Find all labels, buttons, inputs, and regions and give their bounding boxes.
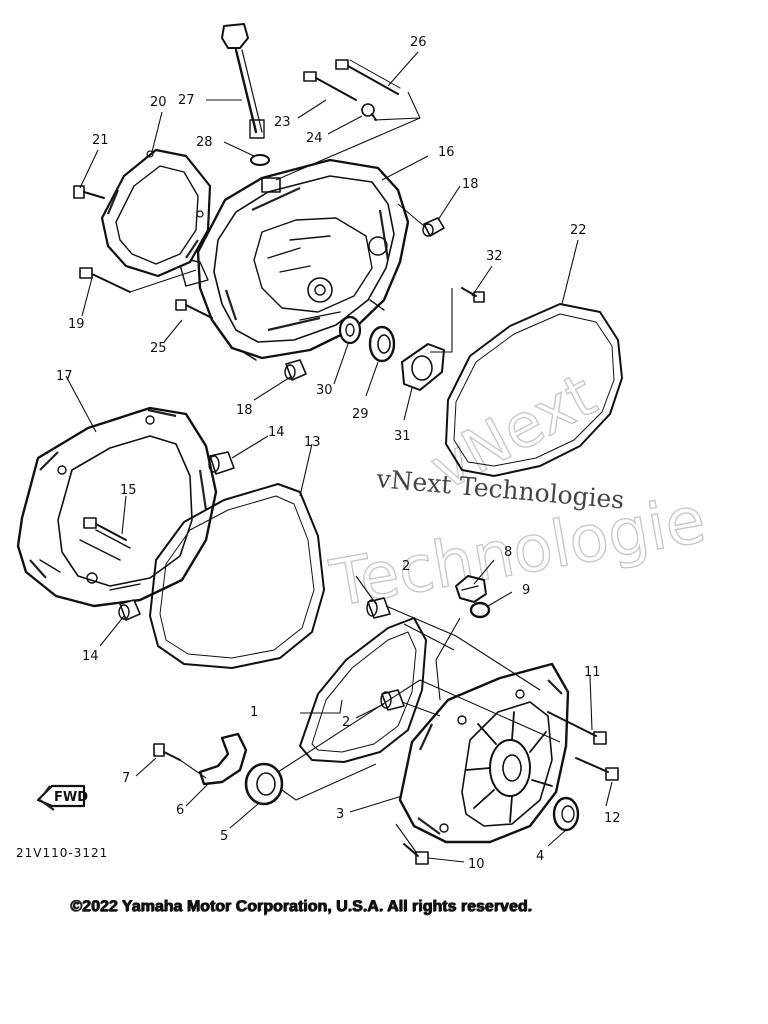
callout-9: 9 xyxy=(522,583,530,598)
part-4-oil-seal xyxy=(552,796,580,832)
part-9-o-ring xyxy=(469,601,491,619)
fwd-label: FWD xyxy=(54,790,88,805)
callout-20: 20 xyxy=(150,95,167,110)
callout-17: 17 xyxy=(56,369,73,384)
copyright-notice: ©2022 Yamaha Motor Corporation, U.S.A. A… xyxy=(70,898,532,915)
callout-leaders xyxy=(65,51,613,863)
part-1-gasket xyxy=(299,617,427,763)
watermark: vNext Technologie vNext Technologies xyxy=(324,360,711,623)
callout-6: 6 xyxy=(176,803,184,818)
part-3-outer-cover xyxy=(398,662,570,844)
callout-14b: 14 xyxy=(82,649,99,664)
callout-10: 10 xyxy=(468,857,485,872)
part-22-gasket xyxy=(445,303,623,477)
callout-24: 24 xyxy=(306,131,323,146)
part-18-dowel-upper xyxy=(397,203,445,237)
callout-8: 8 xyxy=(504,545,512,560)
part-13-gasket-inner xyxy=(159,495,315,659)
callout-27: 27 xyxy=(178,93,195,108)
callout-15: 15 xyxy=(120,483,137,498)
part-30-oil-seal xyxy=(338,315,362,345)
callout-28: 28 xyxy=(196,135,213,150)
callout-numbers: 1 2 2 3 4 5 6 7 8 9 10 11 12 13 14 14 15… xyxy=(56,35,621,872)
callout-11: 11 xyxy=(584,665,601,680)
callout-5: 5 xyxy=(220,829,228,844)
callout-25: 25 xyxy=(150,341,167,356)
alignment-lines xyxy=(385,605,561,743)
part-27-dipstick xyxy=(221,23,265,139)
callout-16: 16 xyxy=(438,145,455,160)
callout-7: 7 xyxy=(122,771,130,786)
part-8-plug xyxy=(455,575,487,603)
part-12-bolt xyxy=(575,757,619,781)
part-21-screw xyxy=(73,185,105,199)
part-23-bolt xyxy=(303,71,357,101)
callout-32: 32 xyxy=(486,249,503,264)
part-2-dowel-lower xyxy=(380,689,405,711)
part-28-o-ring xyxy=(250,154,270,166)
part-14-dowel-upper xyxy=(208,451,235,475)
part-24-bolt xyxy=(361,103,377,121)
callout-19: 19 xyxy=(68,317,85,332)
callout-2: 2 xyxy=(402,559,410,574)
part-26-long-bolt xyxy=(335,59,401,95)
part-1-gasket-inner xyxy=(311,631,417,753)
part-25-bolt xyxy=(175,299,213,319)
callout-30: 30 xyxy=(316,383,333,398)
part-6-bracket xyxy=(198,732,248,786)
part-22-gasket-inner xyxy=(453,313,615,467)
fwd-arrow-icon: FWD xyxy=(36,784,88,811)
part-32-screw xyxy=(430,287,485,353)
part-13-gasket xyxy=(149,483,325,669)
callout-14: 14 xyxy=(268,425,285,440)
callout-18b: 18 xyxy=(236,403,253,418)
callout-4: 4 xyxy=(536,849,544,864)
callout-12: 12 xyxy=(604,811,621,826)
part-14-dowel-lower xyxy=(118,599,141,621)
part-31-bearing-retainer xyxy=(401,343,445,391)
part-29-bearing xyxy=(368,325,396,363)
part-19-bolt xyxy=(79,267,197,293)
part-16-crankcase-cover xyxy=(177,158,410,361)
callout-23: 23 xyxy=(274,115,291,130)
part-5-oil-seal xyxy=(244,679,421,806)
callout-1: 1 xyxy=(250,705,258,720)
callout-13: 13 xyxy=(304,435,321,450)
callout-3: 3 xyxy=(336,807,344,822)
part-17-crankcase-cover-left xyxy=(16,406,218,608)
part-10-bolt xyxy=(395,823,429,865)
callout-18: 18 xyxy=(462,177,479,192)
callout-29: 29 xyxy=(352,407,369,422)
callout-31: 31 xyxy=(394,429,411,444)
callout-2b: 2 xyxy=(342,715,350,730)
part-2-dowel-upper xyxy=(366,597,391,619)
part-7-screw xyxy=(153,743,207,779)
callout-26: 26 xyxy=(410,35,427,50)
part-11-bolt xyxy=(547,711,607,745)
callout-21: 21 xyxy=(92,133,109,148)
part-15-bolt xyxy=(83,517,127,541)
part-20-cover-plate xyxy=(100,148,212,278)
callout-22: 22 xyxy=(570,223,587,238)
drawing-code: 21V110-3121 xyxy=(16,846,109,860)
bolt-leader-lines xyxy=(275,91,421,181)
part-18-dowel-lower xyxy=(284,359,307,381)
